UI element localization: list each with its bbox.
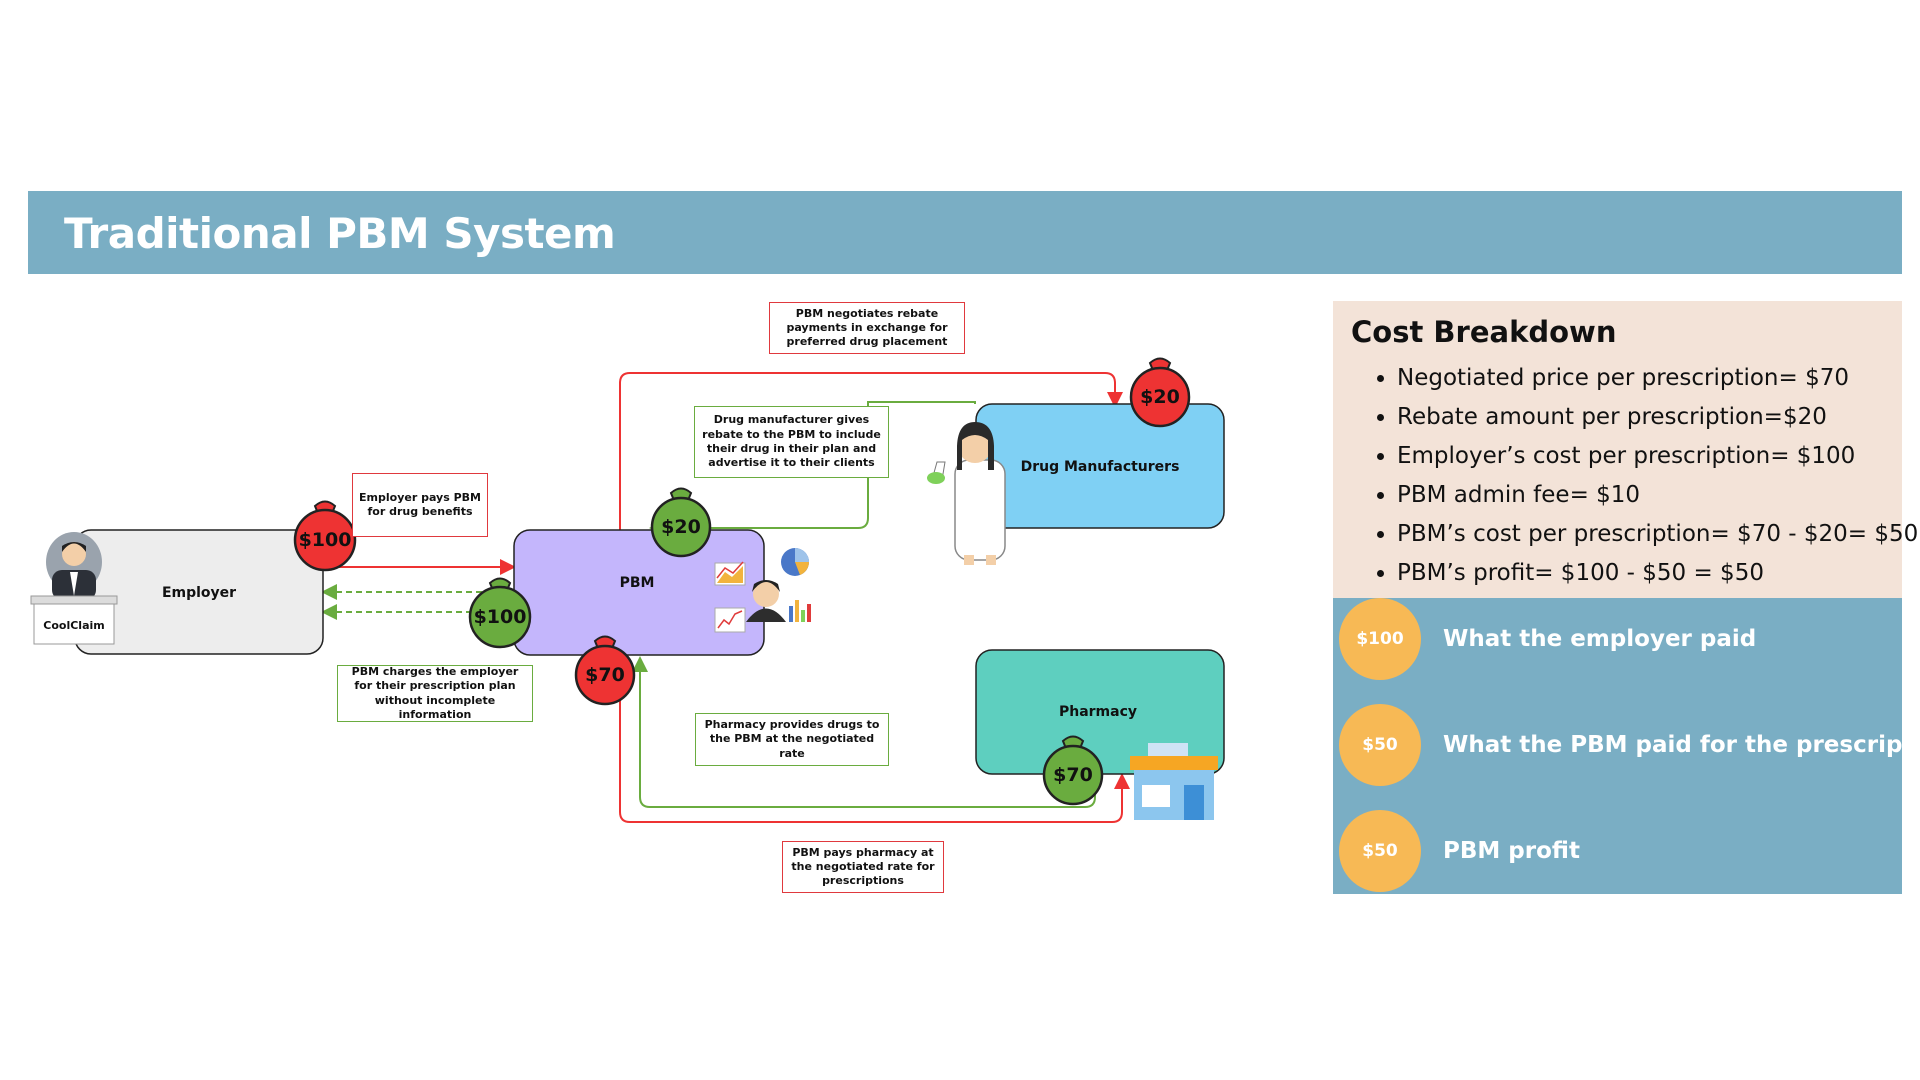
cost-item: PBM’s cost per prescription= $70 - $20= … [1397, 515, 1918, 554]
pbm-to-pharmacy-arrow [619, 655, 1130, 823]
pbm-node: PBM [513, 529, 765, 656]
money-bag-pbm-to-employer: $100 [468, 577, 532, 649]
cost-item: Rebate amount per prescription=$20 [1397, 398, 1918, 437]
legend-coin: $50 [1339, 704, 1421, 786]
money-bag-value: $20 [661, 516, 701, 538]
cost-item: PBM admin fee= $10 [1397, 476, 1918, 515]
money-bag-value: $20 [1140, 386, 1180, 408]
page-title: Traditional PBM System [64, 209, 616, 258]
money-bag-pharmacy-rate: $70 [1042, 735, 1104, 806]
pbm-to-manufacturer-arrow [619, 372, 1123, 530]
pbm-label: PBM [620, 575, 655, 591]
bar-chart-icon [714, 561, 746, 586]
pharmacy-to-pbm-arrow [632, 656, 1096, 808]
money-bag-manufacturer-rebate: $20 [650, 487, 712, 558]
legend-row-pbm-paid: $50 What the PBM paid for the prescripti… [1339, 704, 1920, 786]
legend-row-pbm-profit: $50 PBM profit [1339, 810, 1580, 892]
pharmacy-store-icon [1130, 743, 1218, 820]
money-bag-value: $100 [474, 606, 527, 628]
desk-sign: CoolClaim [30, 595, 118, 645]
money-bag-value: $70 [1053, 764, 1093, 786]
money-bag-employer-to-pbm: $100 [293, 500, 357, 572]
drug-manufacturers-label: Drug Manufacturers [1021, 459, 1180, 475]
small-bar-chart-icon [789, 600, 811, 622]
scientist-icon [927, 422, 1006, 565]
cost-breakdown-panel: Cost Breakdown Negotiated price per pres… [1333, 301, 1918, 598]
legend-coin: $50 [1339, 810, 1421, 892]
note-manufacturer-rebate: Drug manufacturer gives rebate to the PB… [694, 406, 889, 478]
money-bag-value: $70 [585, 664, 625, 686]
money-bags: $100 $100 $20 $20 $70 $70 [293, 357, 1191, 806]
desk-sign-label: CoolClaim [43, 619, 104, 632]
businessman-icon [46, 532, 102, 600]
legend-panel: $100 What the employer paid $50 What the… [1333, 598, 1920, 894]
cost-item: Employer’s cost per prescription= $100 [1397, 437, 1918, 476]
legend-coin: $100 [1339, 598, 1421, 680]
pie-chart-icon [781, 548, 809, 576]
note-pbm-negotiates: PBM negotiates rebate payments in exchan… [769, 302, 965, 354]
employer-label: Employer [162, 585, 236, 601]
pharmacy-label: Pharmacy [1059, 704, 1137, 720]
cost-item: PBM’s profit= $100 - $50 = $50 [1397, 554, 1918, 593]
cost-item: Negotiated price per prescription= $70 [1397, 359, 1918, 398]
drug-manufacturers-node: Drug Manufacturers [975, 403, 1225, 529]
note-pharmacy-provides: Pharmacy provides drugs to the PBM at th… [695, 713, 889, 766]
legend-label: What the employer paid [1443, 626, 1757, 652]
analyst-icon [746, 580, 786, 622]
note-pbm-charges: PBM charges the employer for their presc… [337, 665, 533, 722]
note-employer-pays: Employer pays PBM for drug benefits [352, 473, 488, 537]
money-bag-value: $100 [299, 529, 352, 551]
pbm-flow-diagram: Employer PBM Drug Manufacturers Pharmacy… [30, 357, 1225, 823]
legend-label: What the PBM paid for the prescription [1443, 732, 1920, 758]
line-chart-icon [714, 607, 746, 633]
legend-label: PBM profit [1443, 838, 1580, 864]
legend-row-employer-paid: $100 What the employer paid [1339, 598, 1756, 680]
cost-breakdown-list: Negotiated price per prescription= $70 R… [1375, 359, 1918, 593]
money-bag-pbm-to-pharmacy: $70 [574, 635, 636, 706]
note-pbm-pays-pharmacy: PBM pays pharmacy at the negotiated rate… [782, 841, 944, 893]
title-banner: Traditional PBM System [28, 191, 1902, 274]
cost-breakdown-heading: Cost Breakdown [1351, 315, 1617, 349]
money-bag-pbm-to-manufacturer: $20 [1129, 357, 1191, 428]
